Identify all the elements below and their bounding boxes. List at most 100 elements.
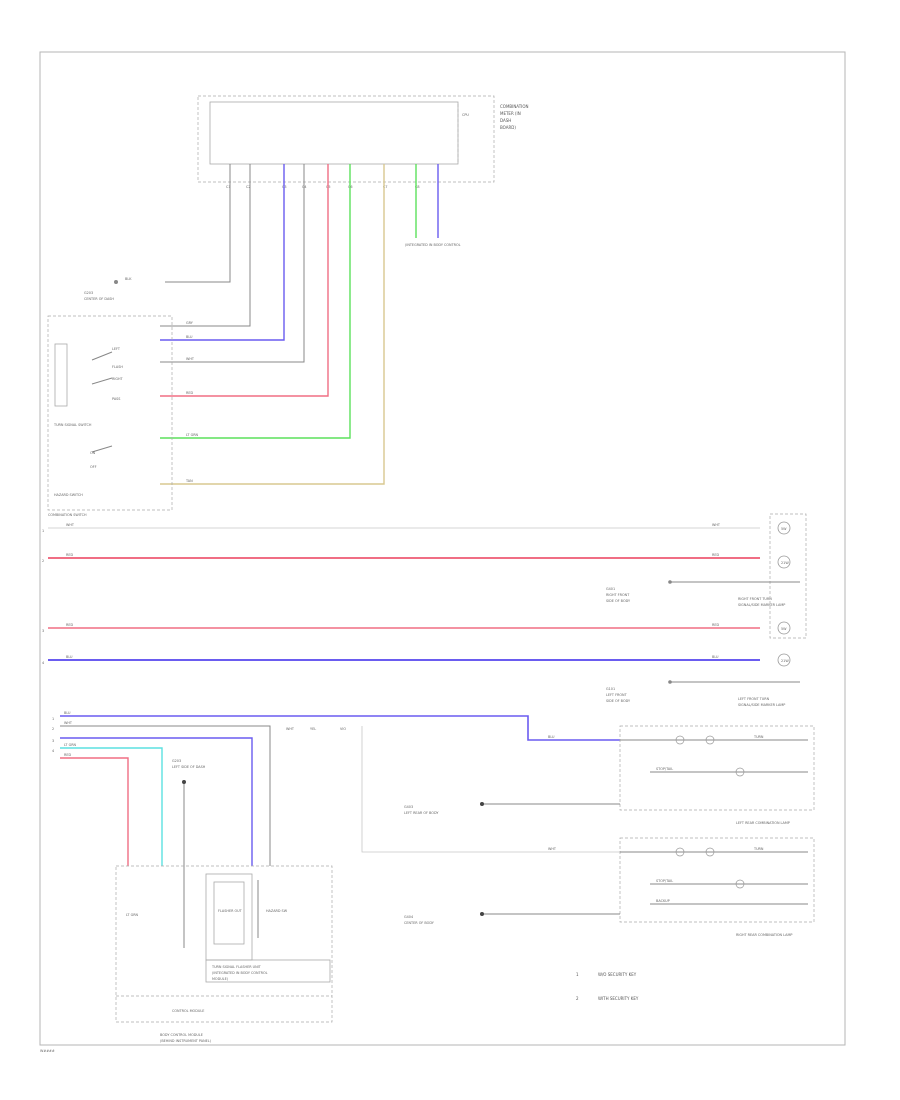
switch-right: RIGHT [112, 377, 124, 381]
side-num-4: 4 [42, 661, 44, 665]
bcm-ht-sw: HAZARD SW [266, 909, 288, 913]
wire-meter-tan [160, 164, 385, 485]
side-num-3: 3 [42, 629, 44, 633]
rear-feed-vio: VIO [340, 727, 346, 731]
lr-stop-tail: STOP/TAIL [656, 767, 673, 771]
ground-g5-loc: CENTER OF BODY [404, 921, 435, 925]
bus-label-red2-r: RED [712, 623, 719, 627]
front-lamp-wires: 1 2 3 4 WHT RED RED BLU WHT RED RED BLU [42, 523, 760, 665]
wire-bcm-blue2 [60, 737, 253, 866]
bus-label-wht-r: WHT [712, 523, 721, 527]
right-rear-combination-lamp: TURN STOP/TAIL BACKUP G404 CENTER OF BOD… [404, 837, 815, 937]
wire-label-gry: GRY [186, 321, 194, 325]
ground-g1: G203 CENTER OF DASH BLK [84, 277, 132, 301]
wire-bcm-blue [60, 715, 620, 741]
pin-c1: C1 [226, 185, 231, 189]
pin-c8: C8 [415, 185, 420, 189]
bulb-icon [735, 879, 745, 889]
meter-label-line2: METER (IN [500, 111, 521, 116]
bcm-num-4: 4 [52, 749, 54, 753]
bcm-wire-wht: WHT [64, 721, 73, 725]
wire-meter-blue [160, 164, 285, 341]
rr-stop-tail: STOP/TAIL [656, 879, 673, 883]
bcm-num-2: 2 [52, 727, 54, 731]
wire-bcm-red [60, 757, 129, 866]
stub-label: (INTEGRATED IN BODY CONTROL [405, 243, 461, 247]
wire-meter-4 [160, 164, 305, 363]
ground-g6-loc: LEFT SIDE OF DASH [172, 765, 206, 769]
lr-combo-label: LEFT REAR COMBINATION LAMP [736, 821, 790, 825]
side-num-1: 1 [42, 529, 44, 533]
lf-turn-line1: LEFT FRONT TURN [738, 697, 770, 701]
lr-turn: TURN [753, 735, 764, 739]
meter-label-line3: DASH [500, 118, 511, 123]
switch-off: OFF [90, 465, 97, 469]
bulb-icon [777, 521, 791, 535]
turn-switch-label: TURN SIGNAL SWITCH [53, 423, 92, 427]
body-control-module: LT GRN HAZARD SW FLASHER OUT TURN SIGNAL… [115, 865, 333, 1043]
bcm-wire-blu: BLU [64, 711, 71, 715]
bcm-wire-red: RED [64, 753, 71, 757]
bus-label-blu: BLU [66, 655, 73, 659]
meter-cpu-label: CPU [462, 113, 469, 117]
legend-2-num: 2 [576, 996, 579, 1001]
bulb-icon [777, 621, 791, 635]
lamp-mark-5w-b: 5W [781, 627, 787, 631]
lamp-mark-21w: 21W [781, 561, 789, 565]
front-lamps: 5W 21W 5W 21W G401 RIGHT FRONT SIDE OF B… [606, 513, 807, 707]
flasher-line3: MODULE) [212, 977, 229, 981]
switch-left: LEFT [112, 347, 121, 351]
bcm-num-1: 1 [52, 717, 54, 721]
switch-flash: FLASH [112, 365, 123, 369]
rr-turn: TURN [753, 847, 764, 851]
rf-turn-line2: SIGNAL/SIDE MARKER LAMP [738, 603, 785, 607]
control-module-label: CONTROL MODULE [172, 1009, 204, 1013]
bulb-icon [675, 735, 685, 745]
rear-feed-wht: WHT [286, 727, 295, 731]
legend-2-text: WITH SECURITY KEY [598, 996, 639, 1001]
ground-g2-loc: RIGHT FRONT [606, 593, 630, 597]
ground-g3-side: SIDE OF BODY [606, 699, 631, 703]
switch-pass: PASS [112, 397, 120, 401]
bus-label-red-r: RED [712, 553, 719, 557]
page-code: W#### [40, 1049, 55, 1053]
bcm-pin-ltgrn: LT GRN [126, 913, 139, 917]
wire-meter-ground [165, 164, 231, 283]
lamp-mark-5w: 5W [781, 527, 787, 531]
bulb-icon [675, 847, 685, 857]
bcm-flasher-out: FLASHER OUT [218, 909, 243, 913]
meter-wires: (INTEGRATED IN BODY CONTROL [160, 164, 461, 485]
legend-1-text: W/O SECURITY KEY [598, 972, 637, 977]
bulb-icon [777, 653, 791, 667]
ground-g3-id: G101 [606, 687, 615, 691]
side-num-2: 2 [42, 559, 44, 563]
meter-label-line4: BOARD) [500, 125, 516, 130]
wire-meter-red [160, 164, 329, 397]
wire-label-blk: BLK [125, 277, 132, 281]
rr-combo-label: RIGHT REAR COMBINATION LAMP [736, 933, 792, 937]
meter-connector-pins: C1 C2 C3 C4 C5 C6 C7 C8 [226, 185, 420, 189]
wire-bcm-wht [60, 725, 271, 866]
bcm-num-3: 3 [52, 739, 54, 743]
rear-wire-wht: WHT [548, 847, 557, 851]
wire-bcm-cyan [60, 747, 163, 866]
pin-c7: C7 [383, 185, 388, 189]
wire-label-wht: WHT [186, 357, 195, 361]
flasher-line2: (INTEGRATED IN BODY CONTROL [212, 971, 268, 975]
rear-feed-yel: YEL [310, 727, 316, 731]
wire-label-red: RED [186, 391, 193, 395]
ground-g4-id: G403 [404, 805, 413, 809]
hazard-switch-label: HAZARD SWITCH [54, 493, 83, 497]
lf-turn-line2: SIGNAL/SIDE MARKER LAMP [738, 703, 785, 707]
bus-label-wht: WHT [66, 523, 75, 527]
rear-wire-blu: BLU [548, 735, 555, 739]
bulb-icon [705, 847, 715, 857]
wire-label-tan: TAN [185, 479, 193, 483]
bulb-icon [735, 767, 745, 777]
wire-rear-feed [361, 726, 620, 853]
wire-meter-2 [160, 164, 251, 327]
rr-backup: BACKUP [656, 899, 670, 903]
ground-g1-loc: CENTER OF DASH [84, 297, 114, 301]
combination-meter: COMBINATION METER (IN DASH BOARD) CPU [197, 95, 529, 183]
